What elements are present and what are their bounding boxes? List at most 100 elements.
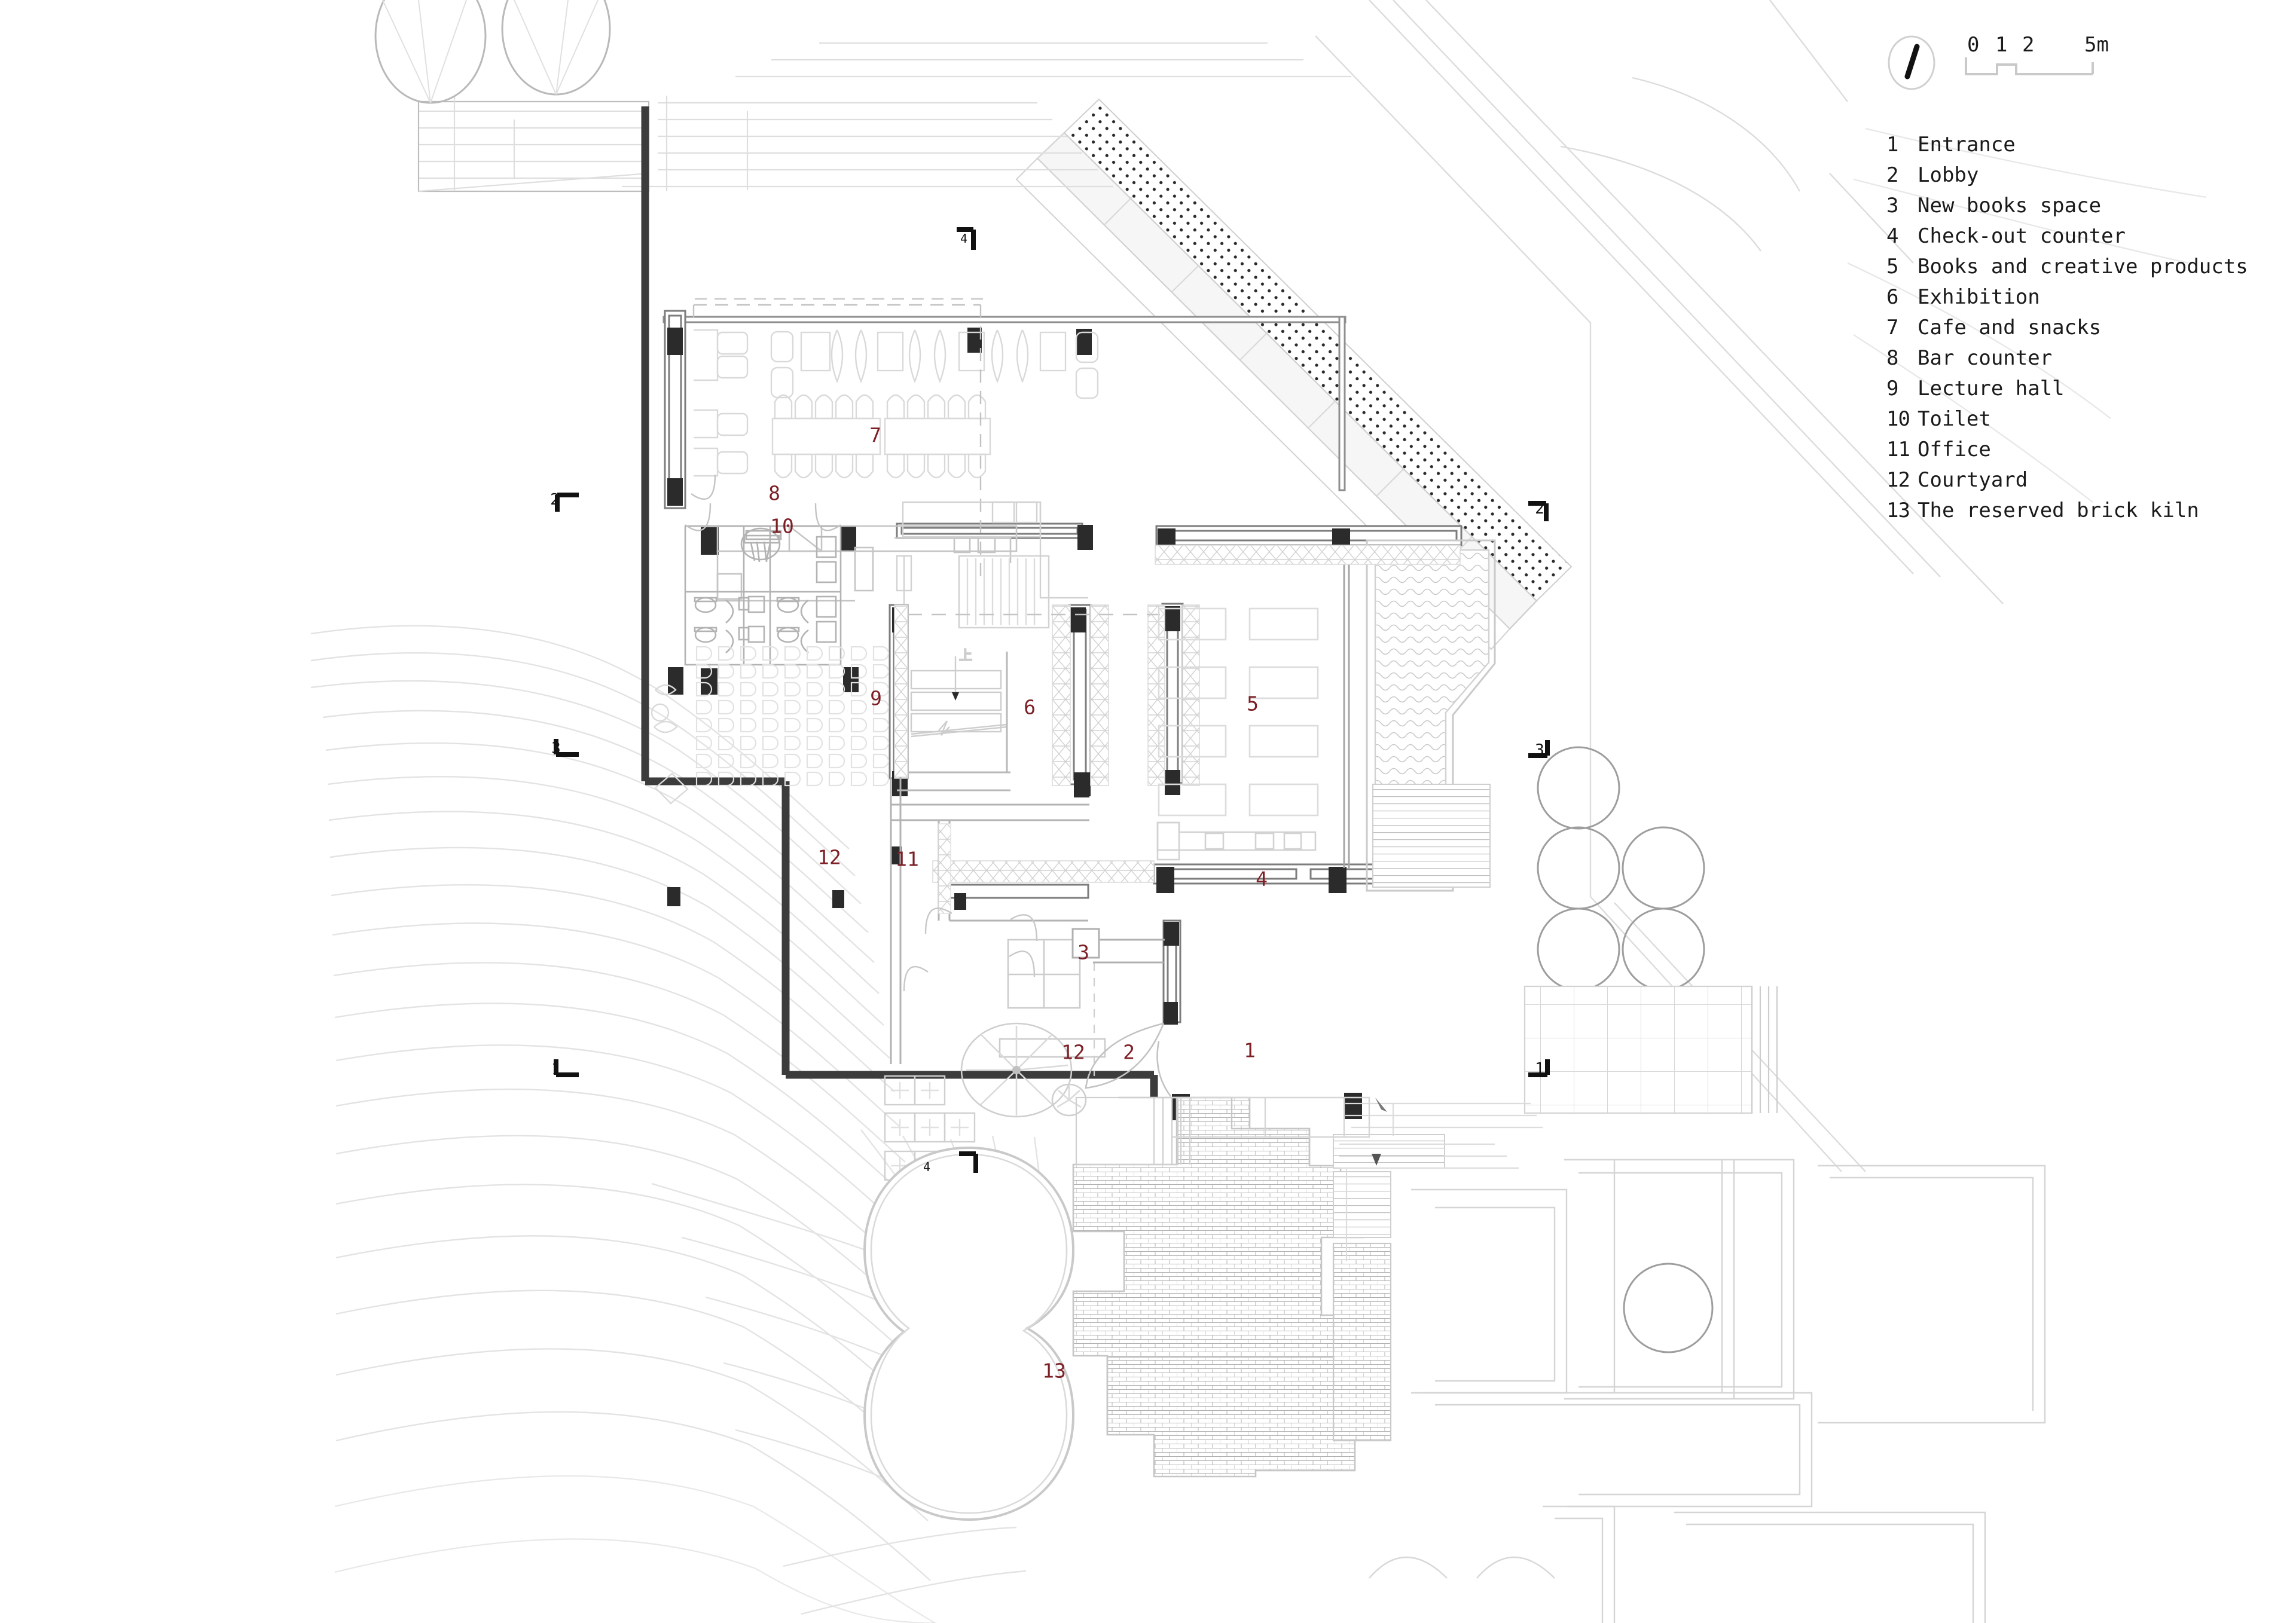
section-marker-glyph — [554, 227, 1550, 1173]
section-marker-1: 1 — [551, 1060, 561, 1078]
legend-label: Exhibition — [1918, 285, 2040, 309]
lecture-seat — [695, 646, 890, 787]
legend-number: 13 — [1886, 499, 1910, 522]
legend-item: 5 Books and creative products — [1886, 255, 2269, 285]
room-number-1: 1 — [1244, 1038, 1256, 1062]
section-marker-4: 4 — [923, 1160, 931, 1174]
stair-run: 上 — [910, 648, 1007, 738]
legend-item: 1 Entrance — [1886, 133, 2269, 163]
scale-bar: 0 1 2 5m — [1967, 33, 2147, 60]
scale-bar-graphic — [1965, 57, 2094, 75]
brick-strip — [1332, 1242, 1392, 1442]
upper-site-structure — [1369, 1556, 1555, 1579]
entrance-steps — [1075, 1096, 1191, 1166]
legend-crossing-lines — [1847, 127, 2207, 503]
legend-label: Toilet — [1918, 407, 1991, 431]
site-paving-lines — [1339, 1098, 1543, 1261]
room-number-12: 12 — [1061, 1040, 1085, 1064]
legend-label: Bar counter — [1918, 346, 2053, 370]
room-number-2: 2 — [1123, 1040, 1135, 1064]
courtyard-tree — [960, 1022, 1087, 1118]
scale-tick-2: 2 — [2022, 33, 2035, 57]
wall-hatch-panel — [1090, 604, 1109, 786]
legend-label: Check-out counter — [1918, 224, 2126, 248]
legend-number: 12 — [1886, 468, 1910, 492]
section-marker-2: 2 — [1535, 500, 1544, 518]
entrance-platform — [1172, 1096, 1370, 1138]
legend-item: 6 Exhibition — [1886, 285, 2269, 316]
office-wall-hatch — [938, 823, 951, 914]
structural-column — [667, 328, 1362, 1120]
cafe-ceiling-outline — [692, 304, 982, 580]
toilet-fixtures — [684, 525, 842, 666]
legend-label: Courtyard — [1918, 468, 2028, 492]
door-swing — [903, 907, 1038, 992]
legend-item: 3 New books space — [1886, 194, 2269, 224]
service-counter — [896, 501, 1088, 629]
paving-grid — [1523, 985, 1753, 1114]
tree-branches — [382, 0, 599, 103]
legend-list: 1 Entrance 2 Lobby 3 New books space 4 C… — [1886, 133, 2269, 529]
office-hatch-band — [932, 860, 1155, 883]
lecture-hall-podium — [651, 684, 689, 805]
section-marker-4: 4 — [960, 231, 968, 246]
scale-tick-1: 1 — [1995, 33, 2008, 57]
legend-number: 7 — [1886, 316, 1898, 340]
step-strip — [1333, 1134, 1445, 1169]
legend-number: 9 — [1886, 377, 1898, 401]
step-strip — [1333, 1171, 1391, 1238]
bar-counter — [716, 525, 1018, 602]
legend-item: 4 Check-out counter — [1886, 224, 2269, 255]
legend-item: 12 Courtyard — [1886, 468, 2269, 499]
legend-label: Lecture hall — [1918, 377, 2065, 401]
new-books-display — [999, 939, 1106, 1058]
room-number-6: 6 — [1024, 695, 1036, 719]
room-number-4: 4 — [1256, 867, 1268, 891]
room-number-9: 9 — [870, 686, 882, 710]
bookstore-display-table — [1158, 607, 1319, 817]
door-swing — [1085, 1022, 1172, 1097]
legend-number: 5 — [1886, 255, 1898, 279]
site-contour-lines-lower — [334, 1475, 937, 1623]
legend-number: 10 — [1886, 407, 1910, 431]
wall-hatch-panel — [1052, 604, 1071, 786]
legend-label: Books and creative products — [1918, 255, 2248, 279]
scale-tick-5m: 5m — [2084, 33, 2109, 57]
door-swing — [685, 474, 841, 531]
legend-number: 2 — [1886, 163, 1898, 187]
cafe-furniture — [694, 329, 1099, 479]
legend-number: 3 — [1886, 194, 1898, 218]
legend-number: 1 — [1886, 133, 1898, 157]
legend-label: Entrance — [1918, 133, 2016, 157]
legend-number: 11 — [1886, 438, 1910, 461]
section-marker-2: 2 — [550, 491, 560, 509]
step-strip — [1372, 784, 1491, 888]
room-number-12: 12 — [817, 845, 841, 869]
wall-hatch-panel — [1147, 604, 1165, 786]
room-number-10: 10 — [770, 514, 794, 538]
brick-kiln — [863, 1146, 1075, 1521]
brick-paving-lower — [1106, 1356, 1356, 1478]
legend-number: 4 — [1886, 224, 1898, 248]
legend-item: 2 Lobby — [1886, 163, 2269, 194]
legend-item: 10 Toilet — [1886, 407, 2269, 438]
room-number-5: 5 — [1247, 692, 1259, 716]
legend-item: 8 Bar counter — [1886, 346, 2269, 377]
north-hatch-band — [1155, 545, 1461, 565]
svg-text:上: 上 — [959, 649, 972, 664]
legend-label: New books space — [1918, 194, 2102, 218]
site-contour-lines — [310, 625, 931, 1581]
scale-tick-0: 0 — [1967, 33, 1980, 57]
legend-item: 9 Lecture hall — [1886, 377, 2269, 407]
section-marker-3: 3 — [551, 739, 561, 757]
legend-label: Lobby — [1918, 163, 1979, 187]
upper-terrace-bands — [417, 42, 1351, 192]
legend-label: Cafe and snacks — [1918, 316, 2102, 340]
room-number-8: 8 — [768, 481, 780, 505]
room-number-3: 3 — [1077, 940, 1089, 964]
north-arrow-symbol — [1888, 35, 1935, 90]
legend-item: 13 The reserved brick kiln — [1886, 499, 2269, 529]
east-courtyard-building — [1411, 1159, 2046, 1623]
room-number-13: 13 — [1042, 1359, 1066, 1383]
